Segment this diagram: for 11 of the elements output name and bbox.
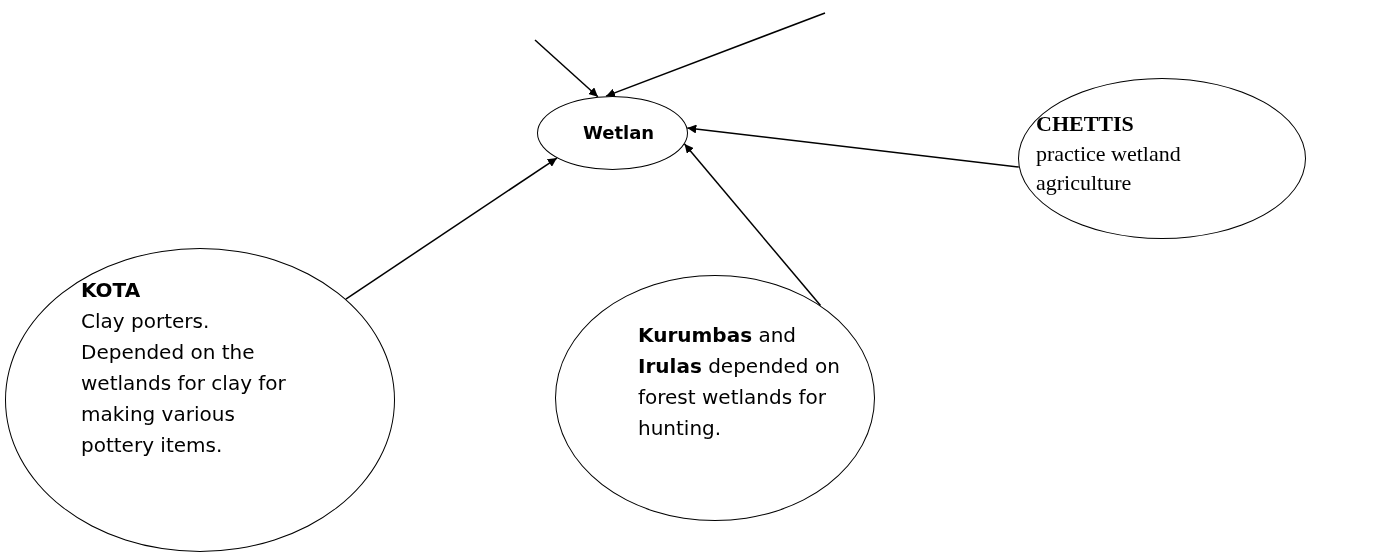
- node-heading: KOTA: [81, 277, 142, 304]
- arrow: [605, 12, 826, 98]
- node-heading: CHETTIS: [1036, 111, 1135, 137]
- arrow: [686, 124, 1020, 168]
- arrow: [534, 39, 599, 98]
- node-text: Kurumbas and Irulas depended on forest wetlands for hunting.: [638, 322, 841, 442]
- arrow: [345, 157, 558, 300]
- node-text: Clay porters. Depended on the wetlands for clay for making various pottery items.: [81, 308, 287, 459]
- arrow: [683, 143, 822, 307]
- node-text: practice wetland agriculture: [1036, 140, 1182, 197]
- node-text: Wetlan: [583, 121, 656, 145]
